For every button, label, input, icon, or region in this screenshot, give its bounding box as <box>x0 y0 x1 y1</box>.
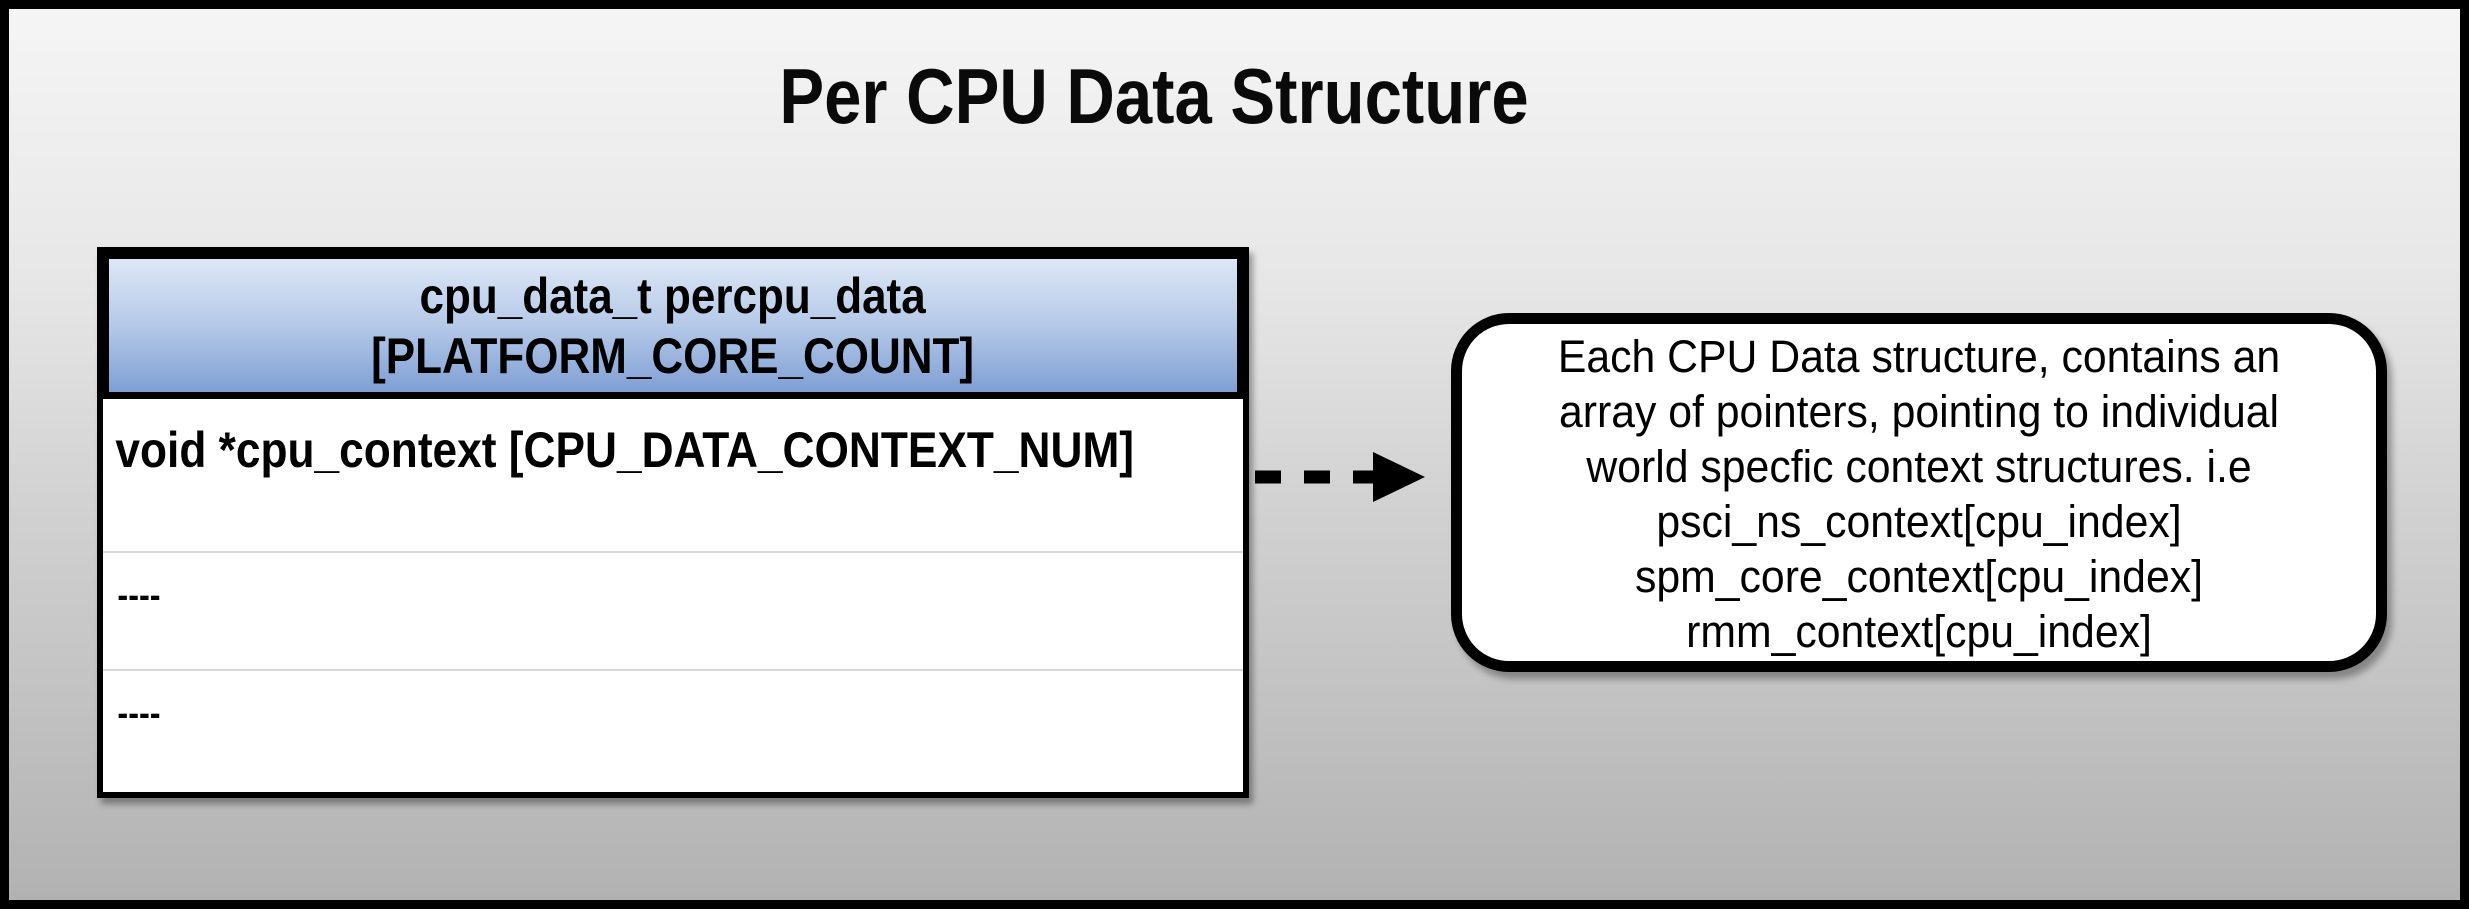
annotation-line: world specfic context structures. i.e <box>1586 441 2252 492</box>
row-label-placeholder: ---- <box>117 574 161 615</box>
dashed-arrow-icon <box>1255 452 1425 502</box>
annotation-line: psci_ns_context[cpu_index] <box>1656 496 2182 547</box>
table-header-line1: cpu_data_t percpu_data <box>419 267 927 324</box>
annotation-line: Each CPU Data structure, contains an <box>1557 331 2281 382</box>
table-header: cpu_data_t percpu_data [PLATFORM_CORE_CO… <box>102 252 1244 399</box>
annotation-box: Each CPU Data structure, contains an arr… <box>1451 313 2387 672</box>
table-header-line2: [PLATFORM_CORE_COUNT] <box>371 327 975 384</box>
row-label-cpu-context: void *cpu_context [CPU_DATA_CONTEXT_NUM] <box>115 422 1135 478</box>
cpu-data-table: cpu_data_t percpu_data [PLATFORM_CORE_CO… <box>97 247 1249 798</box>
diagram-title: Per CPU Data Structure <box>779 52 1529 140</box>
annotation-line: spm_core_context[cpu_index] <box>1635 551 2203 602</box>
annotation-line: rmm_context[cpu_index] <box>1686 606 2152 657</box>
table-row: ---- <box>103 551 1243 669</box>
annotation-line: array of pointers, pointing to individua… <box>1558 386 2280 437</box>
table-row: ---- <box>103 669 1243 787</box>
table-row: void *cpu_context [CPU_DATA_CONTEXT_NUM] <box>103 399 1243 551</box>
row-label-placeholder: ---- <box>117 692 161 733</box>
annotation-text: Each CPU Data structure, contains an arr… <box>1485 329 2353 659</box>
